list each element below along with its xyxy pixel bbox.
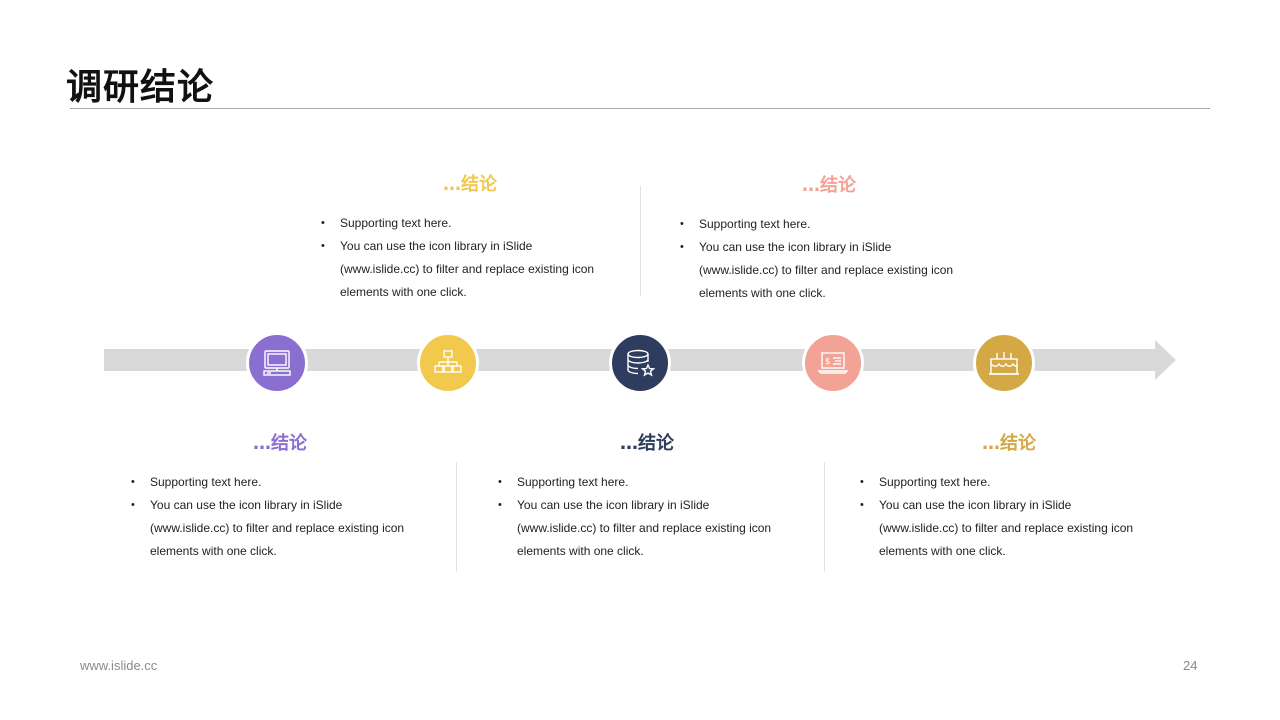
timeline-node-5 [973, 332, 1035, 394]
bullet-list: Supporting text here. You can use the ic… [497, 471, 797, 563]
conclusion-block-3: …结论 Supporting text here. You can use th… [497, 431, 797, 563]
block-heading: …结论 [253, 433, 307, 454]
bullet-list: Supporting text here. You can use the ic… [679, 213, 979, 305]
slide-title: 调研结论 [66, 67, 215, 108]
bullet-item: Supporting text here. [679, 213, 979, 236]
footer-url: www.islide.cc [80, 658, 158, 673]
bullet-item: You can use the icon library in iSlide(w… [679, 236, 979, 305]
block-heading: …结论 [982, 433, 1036, 454]
bullet-item: Supporting text here. [859, 471, 1159, 494]
conclusion-block-5: …结论 Supporting text here. You can use th… [859, 431, 1159, 563]
bullet-item: You can use the icon library in iSlide(w… [320, 235, 620, 304]
conclusion-block-1: …结论 Supporting text here. You can use th… [130, 431, 430, 563]
conclusion-block-4: …结论 Supporting text here. You can use th… [679, 173, 979, 305]
bullet-item: Supporting text here. [320, 212, 620, 235]
bullet-item: Supporting text here. [497, 471, 797, 494]
block-heading: …结论 [620, 433, 674, 454]
timeline-arrow-head [1155, 340, 1176, 380]
divider-top [640, 186, 641, 296]
block-heading: …结论 [802, 175, 856, 196]
page-number: 24 [1183, 658, 1198, 673]
bullet-item: You can use the icon library in iSlide(w… [497, 494, 797, 563]
bullet-list: Supporting text here. You can use the ic… [859, 471, 1159, 563]
org-chart-icon [434, 350, 462, 373]
laptop-chart-icon: $ [817, 352, 849, 374]
bullet-item: You can use the icon library in iSlide(w… [130, 494, 430, 563]
bullet-list: Supporting text here. You can use the ic… [130, 471, 430, 563]
computer-icon [263, 350, 291, 376]
bullet-list: Supporting text here. You can use the ic… [320, 212, 620, 304]
conclusion-block-2: …结论 Supporting text here. You can use th… [320, 172, 620, 304]
cake-icon [989, 352, 1019, 375]
divider-bottom-2 [824, 462, 825, 572]
timeline-node-3 [609, 332, 671, 394]
timeline-node-4: $ [802, 332, 864, 394]
timeline-node-2 [417, 332, 479, 394]
block-heading: …结论 [443, 174, 497, 195]
divider-bottom-1 [456, 462, 457, 572]
timeline-node-1 [246, 332, 308, 394]
database-star-icon [627, 349, 656, 377]
title-divider [70, 108, 1210, 109]
bullet-item: You can use the icon library in iSlide(w… [859, 494, 1159, 563]
svg-text:$: $ [825, 357, 831, 367]
bullet-item: Supporting text here. [130, 471, 430, 494]
